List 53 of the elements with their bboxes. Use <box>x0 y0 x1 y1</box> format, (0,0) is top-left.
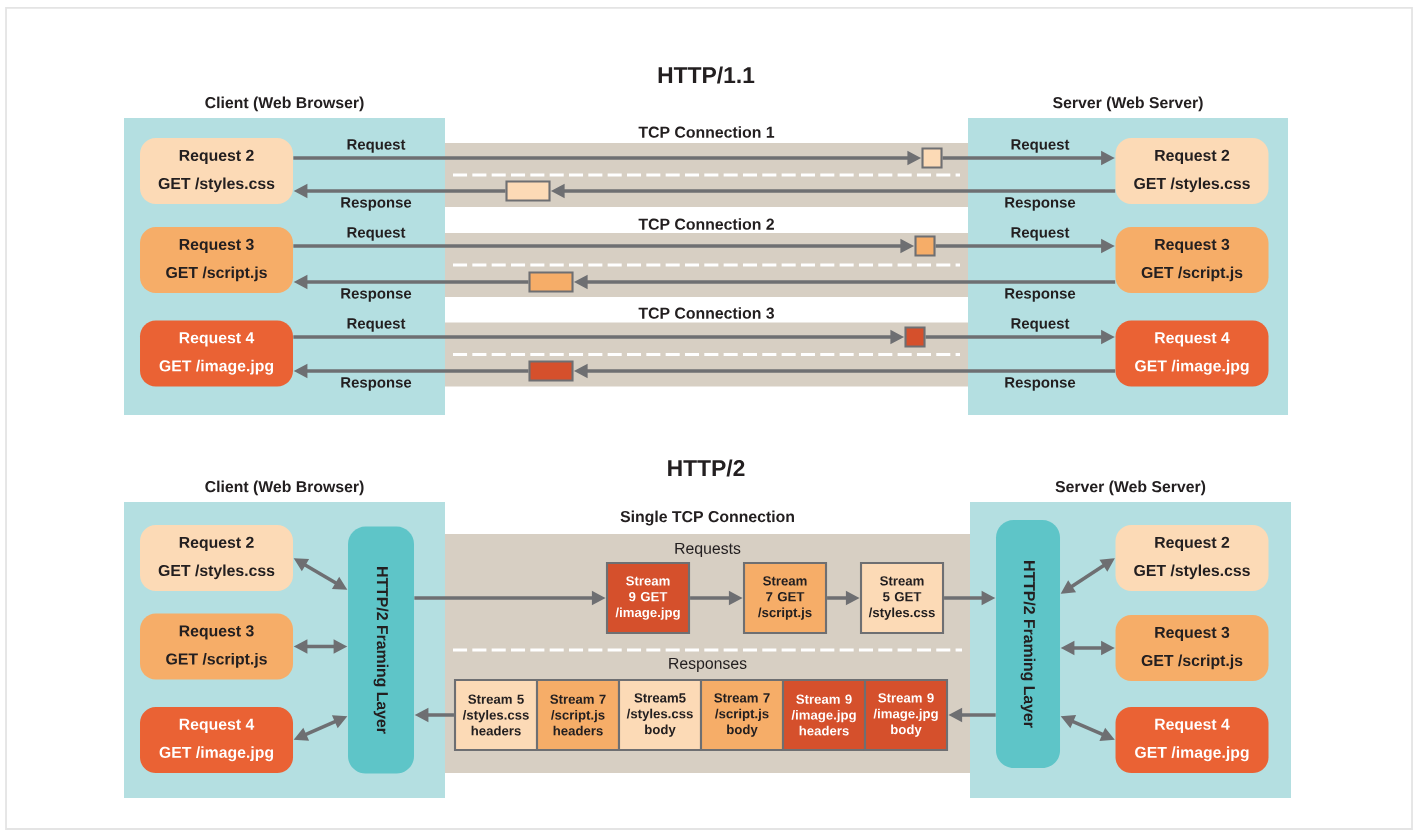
stream-frame-box: Stream 9 GET /image.jpg <box>605 561 691 635</box>
band-heading: TCP Connection 2 <box>638 218 774 230</box>
edge-label: Request <box>1011 139 1070 153</box>
edge-label: Response <box>341 288 412 302</box>
stream-frame-box: Stream 9 /image.jpg body <box>863 678 949 752</box>
framing-layer-box: HTTP/2 Framing Layer <box>996 520 1060 768</box>
edge-label: Response <box>1005 197 1076 211</box>
packet-box <box>914 235 936 257</box>
stream-frame-box: Stream 7 /script.js body <box>699 678 785 752</box>
request-box: Request 4 GET /image.jpg <box>140 320 293 387</box>
edge-label: Request <box>347 318 406 332</box>
stream-frame-box: Stream5 /styles.css body <box>617 678 703 752</box>
panel-heading: Client (Web Browser) <box>205 96 364 112</box>
lane-label: Responses <box>669 657 747 673</box>
stream-frame-box: Stream 9 /image.jpg headers <box>781 678 867 752</box>
request-box: Request 3 GET /script.js <box>1115 227 1269 293</box>
request-box: Request 2 GET /styles.css <box>1115 138 1269 204</box>
packet-box <box>528 360 574 382</box>
request-box: Request 3 GET /script.js <box>1115 615 1269 681</box>
panel-heading: Server (Web Server) <box>1055 480 1206 496</box>
edge-label: Request <box>347 139 406 153</box>
band-heading: TCP Connection 3 <box>638 307 774 319</box>
edge-label: Request <box>347 227 406 241</box>
request-box: Request 3 GET /script.js <box>140 227 293 293</box>
request-box: Request 2 GET /styles.css <box>140 525 293 591</box>
panel-heading: Server (Web Server) <box>1053 96 1203 112</box>
edge-label: Request <box>1011 227 1070 241</box>
request-box: Request 2 GET /styles.css <box>1115 525 1269 591</box>
packet-box <box>528 271 574 293</box>
edge-label: Response <box>1005 288 1076 302</box>
request-box: Request 4 GET /image.jpg <box>140 707 293 773</box>
stream-frame-box: Stream 7 /script.js headers <box>535 678 621 752</box>
section-heading: HTTP/2 <box>668 459 745 477</box>
edge-label: Response <box>1005 377 1076 391</box>
edge-label: Response <box>341 197 412 211</box>
request-box: Request 4 GET /image.jpg <box>1115 707 1269 773</box>
request-box: Request 4 GET /image.jpg <box>1115 320 1269 387</box>
stream-frame-box: Stream 5 /styles.css headers <box>453 678 539 752</box>
band-heading: TCP Connection 1 <box>638 126 775 138</box>
packet-box <box>921 147 943 169</box>
stream-frame-box: Stream 5 GET /styles.css <box>859 561 945 635</box>
framing-layer-box: HTTP/2 Framing Layer <box>348 526 414 774</box>
lane-label: Requests <box>675 542 741 558</box>
panel-heading: Client (Web Browser) <box>205 480 364 496</box>
edge-label: Request <box>1011 318 1070 332</box>
request-box: Request 2 GET /styles.css <box>140 138 293 204</box>
request-box: Request 3 GET /script.js <box>140 613 293 680</box>
packet-box <box>505 180 551 202</box>
section-heading: HTTP/1.1 <box>658 66 755 84</box>
packet-box <box>904 326 926 348</box>
stream-frame-box: Stream 7 GET /script.js <box>742 561 828 635</box>
band-heading: Single TCP Connection <box>620 510 794 526</box>
edge-label: Response <box>341 377 412 391</box>
